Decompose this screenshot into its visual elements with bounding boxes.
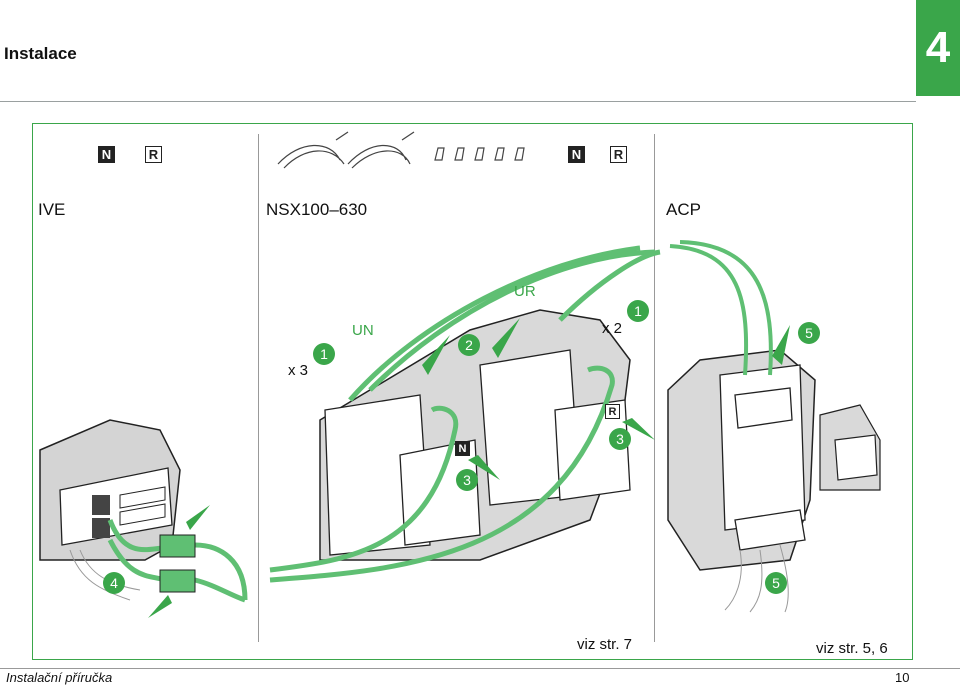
header-rule xyxy=(0,101,916,102)
ive-loose-wires xyxy=(69,549,141,601)
step-number: 4 xyxy=(103,572,125,594)
quantity-label: x 3 xyxy=(288,362,309,379)
page-reference: viz str. 7 xyxy=(577,636,633,653)
step-number: 1 xyxy=(313,343,335,365)
acp-device xyxy=(719,364,806,551)
cable-icon xyxy=(277,131,415,169)
rated-badge: R xyxy=(605,404,620,419)
ive-arrows xyxy=(148,505,210,618)
neutral-badge: N xyxy=(455,441,470,456)
lug-icon xyxy=(434,147,525,161)
step-number: 1 xyxy=(627,300,649,322)
nsx-breaker-left xyxy=(324,394,481,556)
page-title: Instalace xyxy=(4,44,77,63)
footer-title: Instalační příručka xyxy=(6,670,113,685)
step-number: 3 xyxy=(456,469,478,491)
acp-label: ACP xyxy=(666,200,701,219)
column-separator xyxy=(258,134,259,642)
illustration-frame xyxy=(32,123,913,660)
page-reference: viz str. 5, 6 xyxy=(816,640,888,657)
nsx-breaker-right xyxy=(479,349,631,506)
quantity-label: x 2 xyxy=(602,320,623,337)
rated-badge: R xyxy=(145,146,162,163)
ur-label: UR xyxy=(514,283,536,300)
nsx-label: NSX100–630 xyxy=(266,200,368,219)
footer-rule xyxy=(0,668,960,669)
un-label: UN xyxy=(352,322,374,339)
nsx-wires xyxy=(269,245,661,583)
ive-connectors xyxy=(159,534,196,593)
neutral-badge: N xyxy=(568,146,585,163)
chapter-tab: 4 xyxy=(916,0,960,96)
nsx-arrows xyxy=(422,318,655,480)
acp-small-device xyxy=(819,404,881,491)
ive-module xyxy=(39,419,181,561)
acp-loose-wires xyxy=(724,544,789,613)
acp-arrow xyxy=(772,325,790,365)
neutral-badge: N xyxy=(98,146,115,163)
column-separator xyxy=(654,134,655,642)
acp-wires xyxy=(669,240,773,376)
ive-label: IVE xyxy=(38,200,66,219)
step-number: 3 xyxy=(609,428,631,450)
rated-badge: R xyxy=(610,146,627,163)
step-number: 5 xyxy=(798,322,820,344)
page-number: 10 xyxy=(895,670,910,685)
step-number: 2 xyxy=(458,334,480,356)
step-number: 5 xyxy=(765,572,787,594)
